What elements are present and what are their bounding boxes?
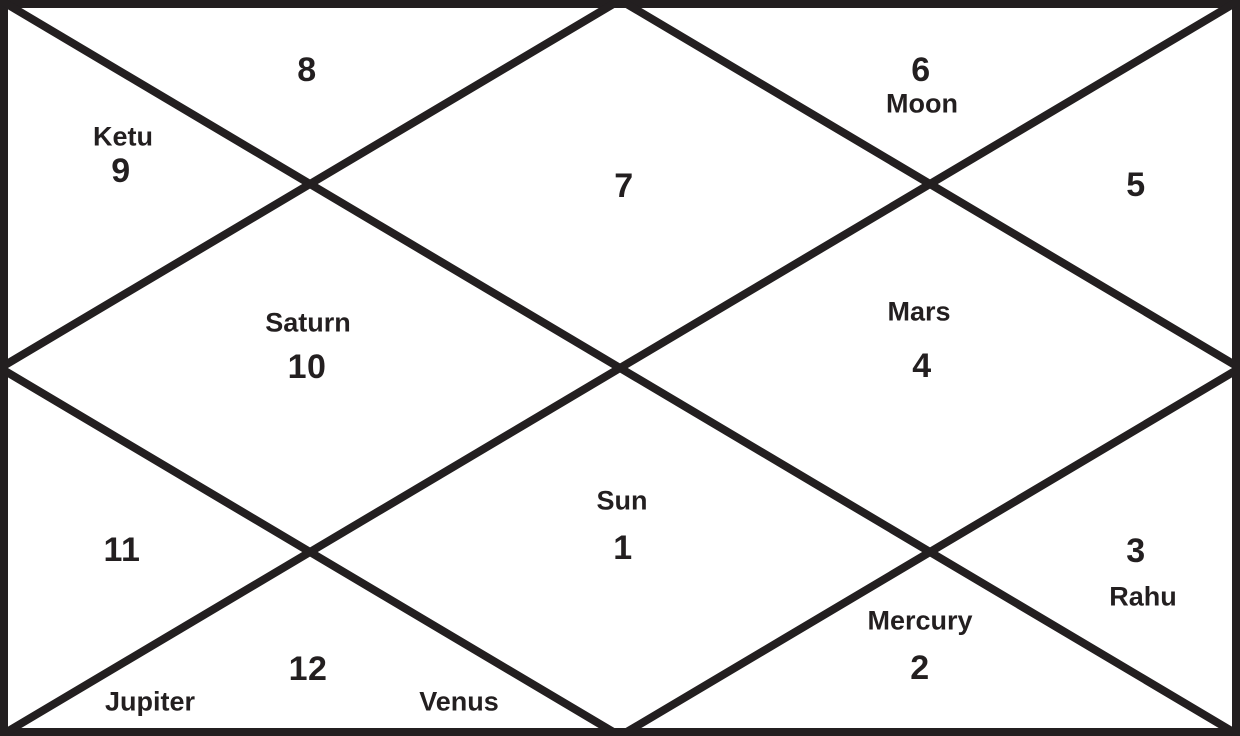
house-12-sign-number: 12 — [288, 650, 328, 688]
planet-ketu-label: Ketu — [93, 121, 153, 152]
house-5-sign-number: 5 — [1126, 166, 1146, 204]
house-4-sign-number: 4 — [912, 347, 932, 385]
house-6-sign-number: 6 — [911, 51, 931, 89]
house-1-sign-number: 1 — [613, 529, 633, 567]
planet-saturn-label: Saturn — [265, 307, 351, 338]
planet-sun-label: Sun — [596, 485, 648, 516]
planet-moon-label: Moon — [886, 88, 958, 119]
planet-jupiter-label: Jupiter — [104, 686, 196, 717]
house-11-sign-number: 11 — [103, 531, 141, 569]
planet-rahu-label: Rahu — [1109, 581, 1177, 612]
house-10-sign-number: 10 — [287, 348, 327, 386]
house-2-sign-number: 2 — [910, 649, 930, 687]
planet-venus-label: Venus — [419, 686, 499, 717]
planet-mars-label: Mars — [887, 296, 951, 327]
house-8-sign-number: 8 — [297, 51, 317, 89]
house-3-sign-number: 3 — [1126, 532, 1146, 570]
house-7-sign-number: 7 — [614, 167, 634, 205]
planet-mercury-label: Mercury — [867, 605, 973, 636]
house-9-sign-number: 9 — [111, 152, 131, 190]
